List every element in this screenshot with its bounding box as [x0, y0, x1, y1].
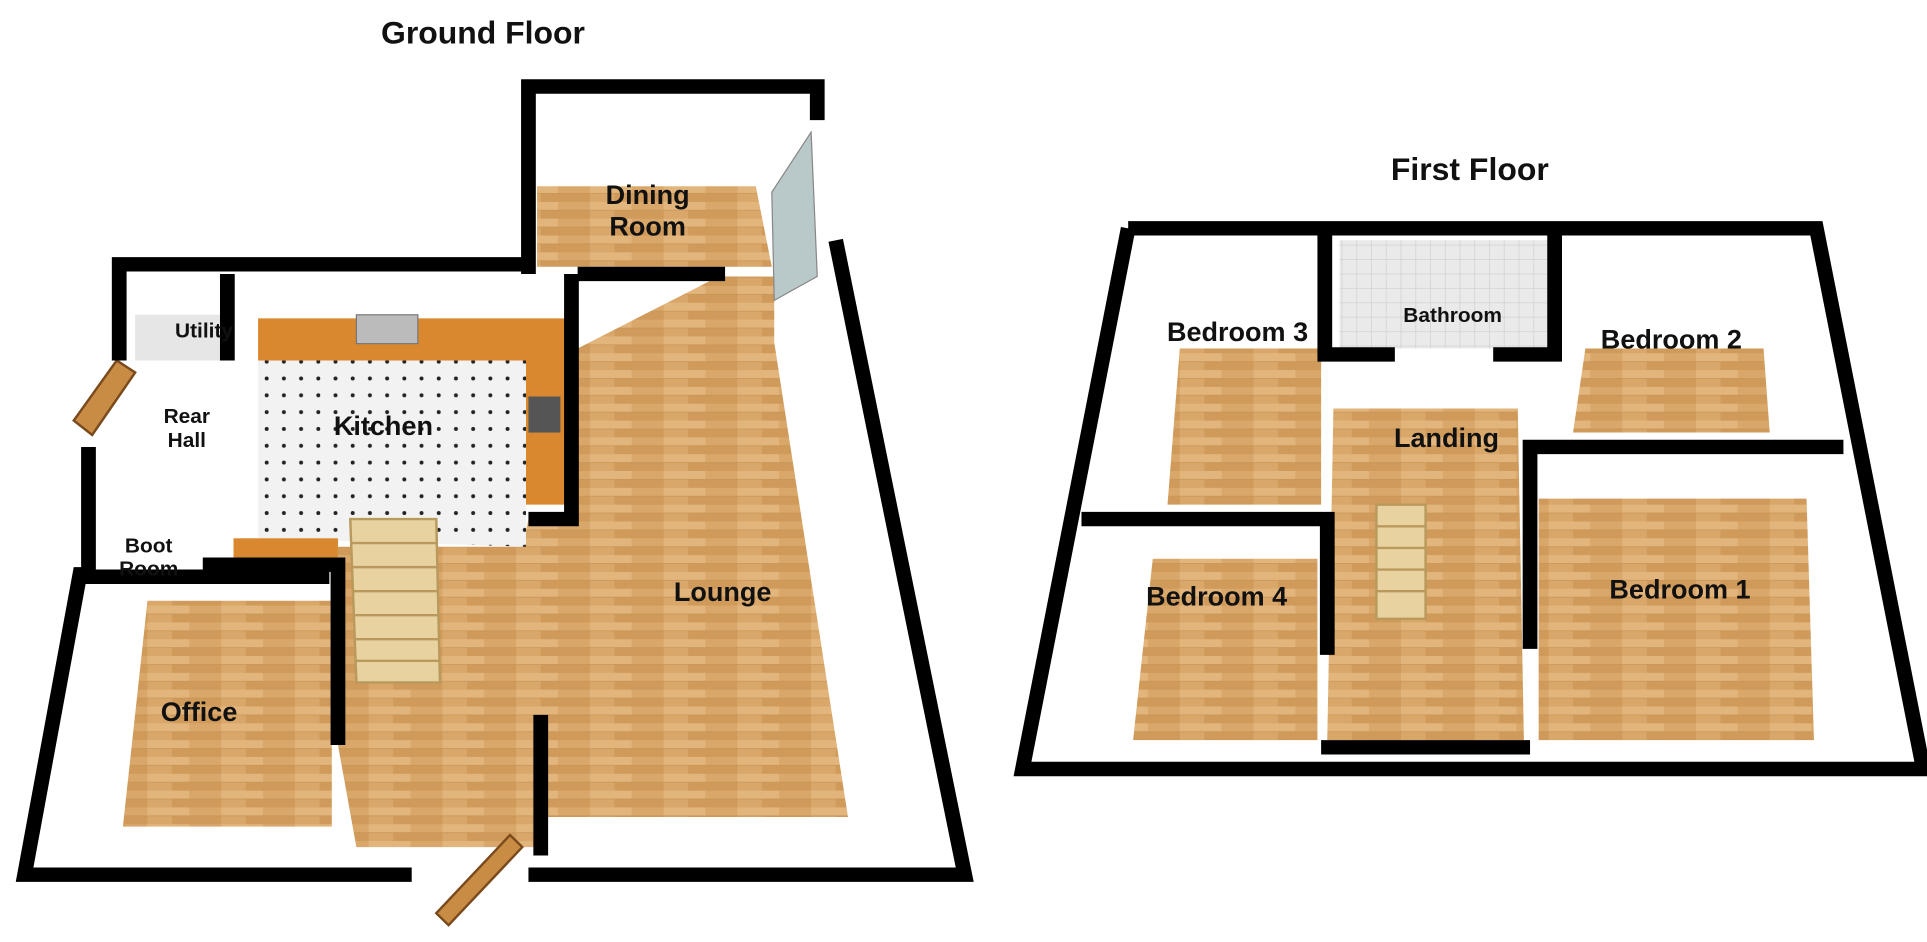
first-floor-title: First Floor	[1391, 152, 1549, 188]
kitchen-stair-wall	[202, 557, 346, 745]
bedroom-1-wall	[1522, 439, 1844, 649]
bedroom-3-floor	[1167, 348, 1322, 505]
first-floor: First Floor Bathroom Bedroom 3 Bedroom 2…	[1013, 152, 1927, 777]
office-floor	[122, 600, 332, 827]
front-door-icon	[434, 833, 525, 927]
kitchen-label: Kitchen	[334, 411, 433, 441]
dining-room-label-2: Room	[609, 212, 686, 242]
patio-window-icon	[771, 130, 818, 302]
ground-floor-right-wall	[528, 238, 974, 882]
ground-floor-left-wall	[15, 446, 412, 882]
ground-floor-top-left-wall	[111, 257, 529, 361]
bathroom-floor	[1339, 240, 1549, 349]
dining-room-label: Dining	[606, 181, 690, 211]
bathroom-right-wall	[1493, 234, 1563, 362]
rear-door-icon	[72, 358, 137, 437]
bedroom-4-floor	[1133, 558, 1318, 741]
utility-floor	[135, 314, 228, 361]
first-floor-outer-wall	[1013, 221, 1927, 777]
bedroom-1-floor	[1538, 498, 1814, 741]
lounge-floor	[337, 276, 848, 848]
dining-room-floor	[537, 186, 772, 267]
ground-floor-title: Ground Floor	[381, 15, 585, 51]
kitchen-counter-top	[258, 318, 568, 505]
bedroom-4-label: Bedroom 4	[1146, 582, 1287, 612]
landing-label: Landing	[1394, 423, 1499, 453]
bathroom-label: Bathroom	[1403, 304, 1502, 327]
bedroom-2-floor	[1573, 348, 1770, 433]
boot-room-label-2: Room	[119, 558, 178, 581]
rear-hall-label-2: Hall	[168, 429, 206, 452]
kitchen-wall	[528, 273, 579, 527]
bedroom-1-label: Bedroom 1	[1609, 575, 1750, 605]
office-label: Office	[161, 697, 238, 727]
ground-floor-outer-wall	[521, 79, 825, 274]
utility-label: Utility	[175, 320, 234, 343]
bedroom-2-label: Bedroom 2	[1601, 325, 1742, 355]
first-floor-staircase	[1375, 503, 1427, 620]
rear-hall-label: Rear	[164, 405, 210, 428]
ground-floor: Ground Floor Dining Room Utility Kitchen…	[15, 15, 974, 927]
kitchen-floor	[258, 360, 526, 547]
boot-room-label: Boot	[125, 535, 173, 558]
bedroom-4-wall	[1081, 511, 1335, 655]
stair-treads	[351, 541, 440, 663]
hob-icon	[528, 396, 561, 433]
lounge-label: Lounge	[674, 577, 772, 607]
bathroom-left-wall	[1317, 234, 1395, 362]
sink-icon	[355, 314, 419, 345]
staircase	[348, 517, 442, 684]
first-floor-stair-treads	[1376, 525, 1426, 593]
bedroom-3-label: Bedroom 3	[1167, 318, 1308, 348]
